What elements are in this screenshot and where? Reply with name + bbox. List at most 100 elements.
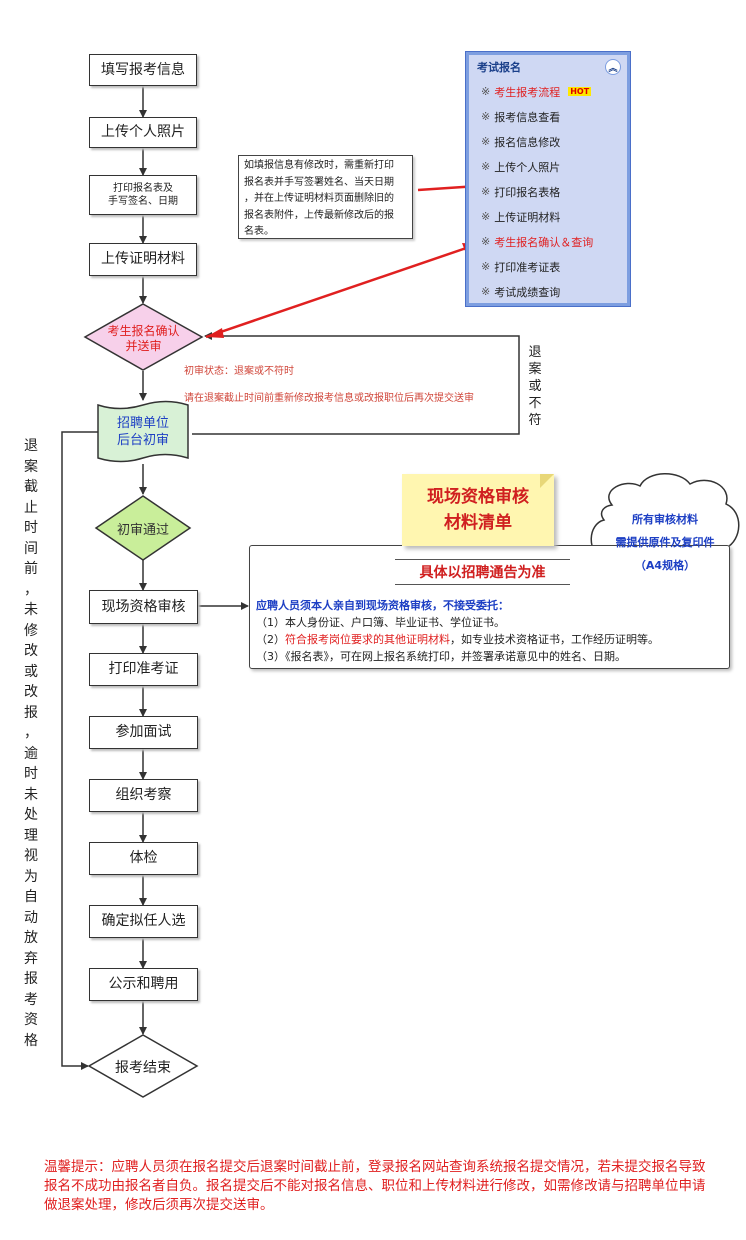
menu-item-label: 报考信息查看 xyxy=(494,110,561,124)
note-char: 改 xyxy=(24,684,38,700)
step-label-line2: 手写签名、日期 xyxy=(108,196,178,207)
step-label: 组织考察 xyxy=(115,787,172,804)
menu-item-label: 上传证明材料 xyxy=(494,210,561,224)
note-char: 前 xyxy=(24,561,38,577)
step-label-line1: 打印报名表及 xyxy=(113,182,173,194)
step-publicize: 公示和聘用 xyxy=(89,968,198,1001)
review-status-line1: 初审状态：退案或不符时 xyxy=(184,366,294,377)
note-line: ，并在上传证明材料页面删除旧的 xyxy=(244,193,394,204)
note-char: 逾 xyxy=(24,745,38,762)
note-char: 处 xyxy=(24,807,38,823)
bullet-mark-icon: ※ xyxy=(481,160,491,173)
step-print-form: 打印报名表及 手写签名、日期 xyxy=(89,175,197,215)
note-char: 自 xyxy=(24,889,38,905)
note-char: 时 xyxy=(24,766,38,782)
note-char: 考 xyxy=(24,991,38,1008)
menu-item-label: 打印报名表格 xyxy=(494,185,561,199)
checklist-panel xyxy=(249,545,730,669)
step-onsite-review: 现场资格审核 xyxy=(89,590,198,624)
timeout-note: 退 案 截 止 时 间 前 ， 未 修 改 或 改 报 ， 逾 时 未 处 理 … xyxy=(22,436,40,1051)
menu-item-label: 考试成绩查询 xyxy=(494,285,561,299)
step-inspection: 组织考察 xyxy=(89,779,198,812)
step-print-ticket: 打印准考证 xyxy=(89,653,198,686)
menu-item-print-ticket[interactable]: ※ 打印准考证表 xyxy=(469,254,627,279)
returned-char: 案 xyxy=(528,362,542,377)
menu-item-upload-docs[interactable]: ※ 上传证明材料 xyxy=(469,204,627,229)
bullet-mark-icon: ※ xyxy=(481,260,491,273)
item2-highlight: 符合报考岗位要求的其他证明材料 xyxy=(285,633,450,646)
step-label: 确定拟任人选 xyxy=(101,913,186,930)
note-line: 如填报信息有修改时，需重新打印 xyxy=(244,160,394,171)
employer-line2: 后台初审 xyxy=(116,433,169,448)
menu-item-upload-photo[interactable]: ※ 上传个人照片 xyxy=(469,154,627,179)
confirm-diamond xyxy=(83,303,204,371)
print-form-note: 如填报信息有修改时，需重新打印 报名表并手写签署姓名、当天日期 ，并在上传证明材… xyxy=(238,155,413,239)
checklist-item-2: （2）符合报考岗位要求的其他证明材料，如专业技术资格证书，工作经历证明等。 xyxy=(256,631,659,647)
note-line: 名表。 xyxy=(244,226,274,237)
step-label: 现场资格审核 xyxy=(101,598,186,615)
menu-item-view-info[interactable]: ※ 报考信息查看 xyxy=(469,104,627,129)
note-char: 截 xyxy=(24,479,38,495)
bullet-mark-icon: ※ xyxy=(481,110,491,123)
note-char: 报 xyxy=(24,704,38,721)
returned-label: 退 案 或 不 符 xyxy=(526,344,544,429)
menu-item-label: 报名信息修改 xyxy=(494,135,561,149)
returned-char: 符 xyxy=(528,413,542,428)
note-char: 为 xyxy=(24,868,38,885)
step-label: 体检 xyxy=(129,850,158,867)
step-label: 上传证明材料 xyxy=(101,251,185,268)
review-status-line2: 请在退案截止时间前重新修改报考信息或改报职位后再次提交送审 xyxy=(184,393,474,404)
step-upload-docs: 上传证明材料 xyxy=(89,243,197,276)
step-label: 参加面试 xyxy=(115,724,172,741)
note-line: 报名表并手写签署姓名、当天日期 xyxy=(244,176,394,188)
note-char: ， xyxy=(24,725,38,741)
menu-item-print-form[interactable]: ※ 打印报名表格 xyxy=(469,179,627,204)
cloud-line: （A4规格） xyxy=(634,559,696,572)
step-medical: 体检 xyxy=(89,842,198,875)
menu-item-confirm-query[interactable]: ※ 考生报名确认＆查询 xyxy=(469,229,627,254)
timeout-line xyxy=(61,431,98,1070)
checklist-intro: 应聘人员须本人亲自到现场资格审核，不接受委托： xyxy=(256,599,509,612)
menu-item-modify-info[interactable]: ※ 报名信息修改 xyxy=(469,129,627,154)
menu-item-label: 考生报名确认＆查询 xyxy=(494,235,594,249)
hot-badge: HOT xyxy=(568,87,592,96)
note-char: 视 xyxy=(24,848,38,864)
note-char: 动 xyxy=(24,909,38,926)
bullet-mark-icon: ※ xyxy=(481,85,491,98)
collapse-icon[interactable]: ︽ xyxy=(605,59,621,75)
end-diamond xyxy=(87,1034,199,1098)
returned-char: 退 xyxy=(528,345,542,360)
passed-diamond xyxy=(94,495,192,561)
bullet-mark-icon: ※ xyxy=(481,185,491,198)
step-select: 确定拟任人选 xyxy=(89,905,198,938)
note-line: 报名表附件，上传最新修改后的报 xyxy=(244,209,394,221)
menu-item-score-query[interactable]: ※ 考试成绩查询 xyxy=(469,279,627,304)
red-arrow-confirm-shaft xyxy=(205,242,479,339)
cloud-line: 需提供原件及复印件 xyxy=(615,536,715,549)
bullet-mark-icon: ※ xyxy=(481,235,491,248)
note-char: 案 xyxy=(24,458,38,475)
bullet-mark-icon: ※ xyxy=(481,135,491,148)
note-char: 时 xyxy=(24,520,38,536)
step-label: 打印准考证 xyxy=(108,661,179,678)
note-char: 退 xyxy=(24,438,38,454)
checklist-sticky-note: 现场资格审核 材料清单 xyxy=(402,474,554,546)
note-char: 止 xyxy=(24,499,38,516)
checklist-item-1: （1）本人身份证、户口簿、毕业证书、学位证书。 xyxy=(256,616,505,629)
cloud-line: 所有审核材料 xyxy=(632,513,698,526)
menu-item-registration-process[interactable]: ※ 考生报考流程 HOT xyxy=(469,79,627,104)
menu-item-label: 打印准考证表 xyxy=(494,260,561,274)
note-char: 资 xyxy=(24,1012,38,1028)
item2-prefix: （2） xyxy=(256,633,285,646)
step-label: 公示和聘用 xyxy=(108,976,179,993)
item2-suffix: ，如专业技术资格证书，工作经历证明等。 xyxy=(450,633,659,646)
menu-header[interactable]: 考试报名 ︽ xyxy=(469,55,627,79)
return-loop-line xyxy=(192,332,520,435)
sticky-fold xyxy=(540,474,554,488)
menu-item-label: 考生报考流程 xyxy=(494,85,561,99)
passed-label: 初审通过 xyxy=(116,523,169,538)
employer-line1: 招聘单位 xyxy=(116,416,169,431)
returned-char: 不 xyxy=(528,396,542,411)
returned-char: 或 xyxy=(528,379,542,394)
note-char: 放 xyxy=(24,930,38,946)
